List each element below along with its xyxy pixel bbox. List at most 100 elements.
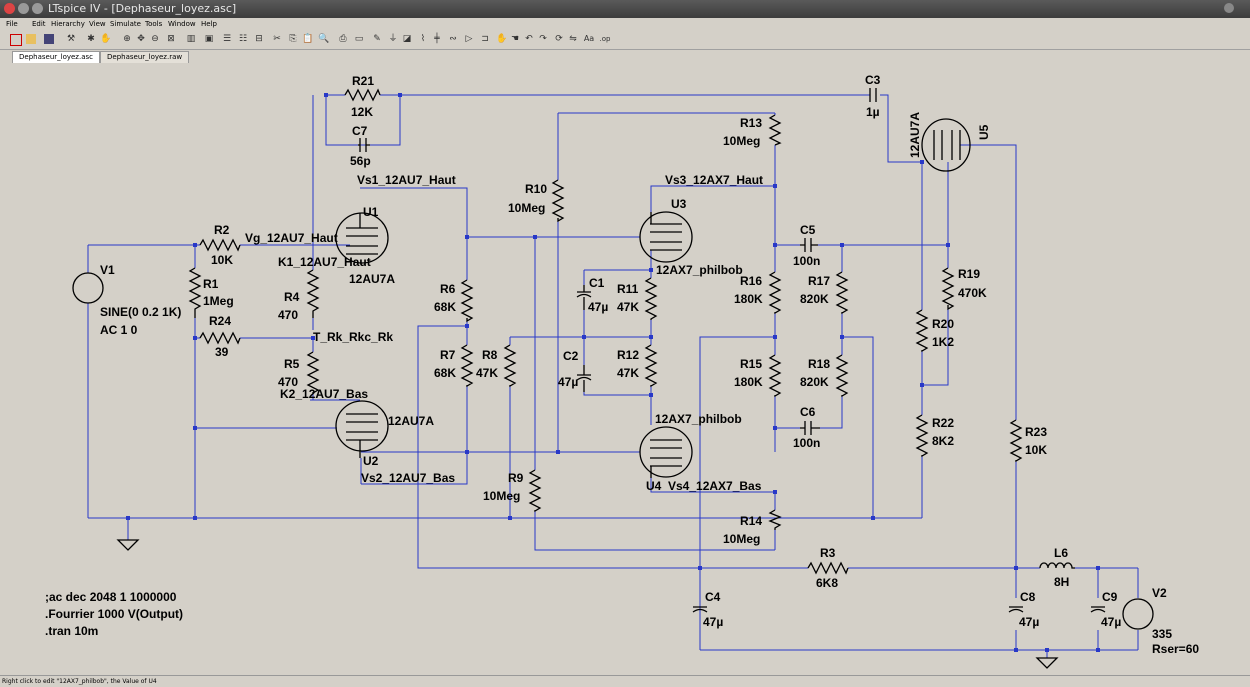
label-C5-name[interactable]: C5: [800, 223, 816, 237]
label-R12-name[interactable]: R12: [617, 348, 639, 362]
directive-ac[interactable]: ;ac dec 2048 1 1000000: [45, 590, 177, 604]
label-R22-name[interactable]: R22: [932, 416, 954, 430]
resistor-R21[interactable]: [344, 88, 381, 102]
label-R19-value[interactable]: 470K: [958, 286, 987, 300]
label-C8-name[interactable]: C8: [1020, 590, 1036, 604]
label-C4-name[interactable]: C4: [705, 590, 721, 604]
close-all-icon[interactable]: ⊟: [255, 34, 263, 44]
label-R3-value[interactable]: 6K8: [816, 576, 838, 590]
window-menu-icon[interactable]: [1224, 3, 1234, 13]
label-R15-value[interactable]: 180K: [734, 375, 763, 389]
capacitor-C9[interactable]: [1090, 606, 1106, 613]
label-V2-value2[interactable]: Rser=60: [1152, 642, 1199, 656]
net-label-vs4-bas[interactable]: Vs4_12AX7_Bas: [668, 479, 762, 493]
tab-schematic[interactable]: Dephaseur_loyez.asc: [12, 51, 100, 63]
resistor-R3[interactable]: [807, 561, 849, 575]
net-label-k2-bas[interactable]: K2_12AU7_Bas: [280, 387, 368, 401]
resistor-R23[interactable]: [1009, 419, 1023, 463]
resistor-R10[interactable]: [551, 179, 565, 223]
print-preview-icon[interactable]: ▭: [354, 34, 364, 44]
label-R14-value[interactable]: 10Meg: [723, 532, 760, 546]
label-C7-value[interactable]: 56p: [350, 154, 371, 168]
label-U2-value[interactable]: 12AU7A: [388, 414, 434, 428]
label-R1-value[interactable]: 1Meg: [203, 294, 234, 308]
resistor-R12[interactable]: [644, 344, 658, 388]
label-C4-value[interactable]: 47µ: [703, 615, 723, 629]
tube-U4[interactable]: [639, 426, 693, 478]
label-R14-name[interactable]: R14: [740, 514, 762, 528]
net-label-vs3-haut[interactable]: Vs3_12AX7_Haut: [665, 173, 763, 187]
menu-view[interactable]: View: [89, 20, 106, 28]
cut-icon[interactable]: ✂: [273, 34, 281, 44]
label-R9-name[interactable]: R9: [508, 471, 524, 485]
label-R2-value[interactable]: 10K: [211, 253, 233, 267]
label-C6-value[interactable]: 100n: [793, 436, 820, 450]
label-R13-value[interactable]: 10Meg: [723, 134, 760, 148]
resistor-R19[interactable]: [941, 267, 955, 311]
resistor-R14[interactable]: [768, 509, 782, 530]
menu-tools[interactable]: Tools: [145, 20, 163, 28]
label-R8-name[interactable]: R8: [482, 348, 498, 362]
resistor-R18[interactable]: [835, 354, 849, 398]
label-R15-name[interactable]: R15: [740, 357, 762, 371]
label-C9-value[interactable]: 47µ: [1101, 615, 1121, 629]
label-R21-name[interactable]: R21: [352, 74, 374, 88]
cascade-icon[interactable]: ▣: [204, 34, 214, 44]
label-R19-name[interactable]: R19: [958, 267, 980, 281]
menu-file[interactable]: File: [6, 20, 18, 28]
label-L6-name[interactable]: L6: [1054, 546, 1068, 560]
draw-wire-icon[interactable]: ✎: [373, 34, 381, 44]
label-V2-value[interactable]: 335: [1152, 627, 1172, 641]
pan-icon[interactable]: ✥: [137, 34, 145, 44]
label-net-icon[interactable]: ◪: [402, 34, 412, 44]
label-R22-value[interactable]: 8K2: [932, 434, 954, 448]
capacitor-C6[interactable]: [800, 421, 820, 435]
label-U5-name[interactable]: U5: [977, 124, 991, 140]
label-R20-value[interactable]: 1K2: [932, 335, 954, 349]
capacitor-C8[interactable]: [1008, 606, 1024, 613]
label-R2-name[interactable]: R2: [214, 223, 230, 237]
menu-hierarchy[interactable]: Hierarchy: [51, 20, 85, 28]
tube-U3[interactable]: [639, 211, 693, 263]
label-R1-name[interactable]: R1: [203, 277, 219, 291]
resistor-R7[interactable]: [460, 344, 474, 388]
label-R3-name[interactable]: R3: [820, 546, 836, 560]
paste-icon[interactable]: 📋: [302, 34, 314, 44]
label-R8-value[interactable]: 47K: [476, 366, 498, 380]
tab-waveform[interactable]: Dephaseur_loyez.raw: [100, 51, 190, 63]
label-R10-name[interactable]: R10: [525, 182, 547, 196]
label-R16-name[interactable]: R16: [740, 274, 762, 288]
resistor-R22[interactable]: [915, 414, 929, 458]
label-C2-value[interactable]: 47µ: [558, 375, 578, 389]
capacitor-C5[interactable]: [800, 238, 818, 252]
label-R21-value[interactable]: 12K: [351, 105, 373, 119]
label-R12-value[interactable]: 47K: [617, 366, 639, 380]
label-R18-name[interactable]: R18: [808, 357, 830, 371]
label-R7-name[interactable]: R7: [440, 348, 456, 362]
menu-help[interactable]: Help: [201, 20, 217, 28]
menu-edit[interactable]: Edit: [32, 20, 46, 28]
voltage-source-V2[interactable]: [1122, 598, 1154, 630]
label-R10-value[interactable]: 10Meg: [508, 201, 545, 215]
label-R5-name[interactable]: R5: [284, 357, 300, 371]
resistor-R24[interactable]: [199, 331, 241, 345]
inductor-L6[interactable]: [1039, 562, 1075, 569]
print-icon[interactable]: ⎙: [339, 34, 347, 44]
label-C1-value[interactable]: 47µ: [588, 300, 608, 314]
capacitor-icon[interactable]: ╪: [434, 34, 440, 44]
label-U1-value[interactable]: 12AU7A: [349, 272, 395, 286]
new-schematic-icon[interactable]: [10, 34, 22, 46]
label-U3-name[interactable]: U3: [671, 197, 687, 211]
resistor-R20[interactable]: [915, 309, 929, 353]
autoscale-icon[interactable]: ▥: [186, 34, 196, 44]
control-panel-icon[interactable]: ⚒: [66, 34, 76, 44]
resistor-R13[interactable]: [768, 114, 782, 146]
zoom-in-icon[interactable]: ⊕: [123, 34, 131, 44]
mirror-icon[interactable]: ⇋: [569, 34, 577, 44]
resistor-R4[interactable]: [306, 269, 320, 318]
label-R6-name[interactable]: R6: [440, 282, 456, 296]
label-R17-name[interactable]: R17: [808, 274, 830, 288]
label-V1-value[interactable]: SINE(0 0.2 1K): [100, 305, 181, 319]
label-R9-value[interactable]: 10Meg: [483, 489, 520, 503]
tube-U5[interactable]: [921, 118, 971, 172]
